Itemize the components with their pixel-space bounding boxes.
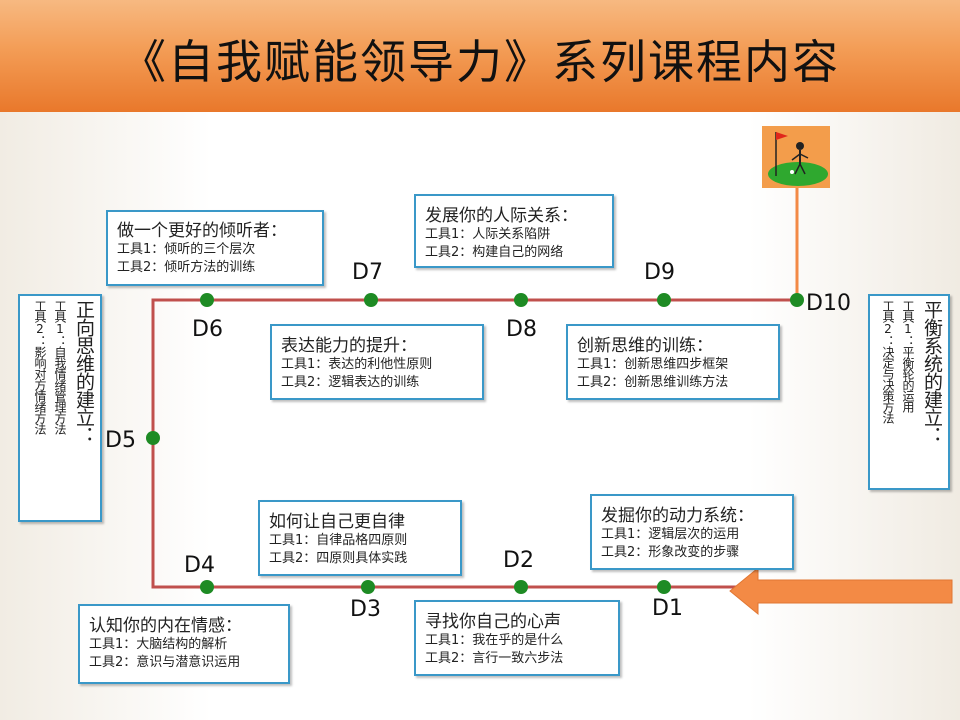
title-banner: 《自我赋能领导力》系列课程内容: [0, 0, 960, 112]
box-tool-2: 工具2：决定与决策方法: [881, 300, 895, 423]
box-tool-2: 工具2：构建自己的网络: [425, 245, 564, 260]
box-tool-2: 工具2：言行一致六步法: [425, 651, 564, 666]
node-d7: [364, 293, 378, 307]
box-tool-1: 工具1：我在乎的是什么: [425, 633, 564, 648]
label-d6: D6: [192, 317, 223, 342]
label-d9: D9: [644, 260, 675, 285]
box-title: 寻找你自己的心声: [425, 612, 561, 632]
box-title: 平衡系统的建立：: [921, 300, 943, 444]
box-title: 表达能力的提升：: [281, 336, 417, 356]
page-title: 《自我赋能领导力》系列课程内容: [120, 35, 840, 89]
node-d4: [200, 580, 214, 594]
course-box-d9: 创新思维的训练： 工具1：创新思维四步框架 工具2：创新思维训练方法: [566, 324, 780, 400]
node-d8: [514, 293, 528, 307]
label-d10: D10: [806, 291, 851, 316]
course-box-d3: 如何让自己更自律 工具1：自律品格四原则 工具2：四原则具体实践: [258, 500, 462, 576]
node-d9: [657, 293, 671, 307]
course-box-d6: 做一个更好的倾听者： 工具1：倾听的三个层次 工具2：倾听方法的训练: [106, 210, 324, 286]
node-d2: [514, 580, 528, 594]
box-tool-2: 工具2：创新思维训练方法: [577, 375, 729, 390]
node-d3: [361, 580, 375, 594]
label-d7: D7: [352, 260, 383, 285]
box-tool-1: 工具1：创新思维四步框架: [577, 357, 729, 372]
box-title: 认知你的内在情感：: [89, 616, 242, 636]
box-tool-1: 工具1：大脑结构的解析: [89, 637, 228, 652]
box-title: 发掘你的动力系统：: [601, 506, 754, 526]
course-box-d2: 寻找你自己的心声 工具1：我在乎的是什么 工具2：言行一致六步法: [414, 600, 620, 676]
box-tool-2: 工具2：形象改变的步骤: [601, 545, 740, 560]
box-tool-1: 工具1：倾听的三个层次: [117, 242, 256, 257]
box-tool-1: 工具1：人际关系陷阱: [425, 227, 551, 242]
course-box-d1: 发掘你的动力系统： 工具1：逻辑层次的运用 工具2：形象改变的步骤: [590, 494, 794, 570]
node-d10: [790, 293, 804, 307]
course-box-d5: 正向思维的建立： 工具1：自我情绪管理方法 工具2：影响对方情绪方法: [18, 294, 102, 522]
box-tool-1: 工具1：自我情绪管理方法: [53, 300, 67, 434]
course-box-d8: 表达能力的提升： 工具1：表达的利他性原则 工具2：逻辑表达的训练: [270, 324, 484, 400]
box-title: 如何让自己更自律: [269, 512, 405, 532]
box-tool-1: 工具1：平衡轮的运用: [901, 300, 915, 412]
node-d6: [200, 293, 214, 307]
box-title: 做一个更好的倾听者：: [117, 221, 287, 241]
label-d3: D3: [350, 597, 381, 622]
node-d1: [657, 580, 671, 594]
goal-flag-icon: [762, 126, 830, 188]
box-tool-2: 工具2：意识与潜意识运用: [89, 655, 241, 670]
box-tool-2: 工具2：四原则具体实践: [269, 551, 408, 566]
label-d2: D2: [503, 548, 534, 573]
box-title: 发展你的人际关系：: [425, 206, 578, 226]
box-tool-1: 工具1：自律品格四原则: [269, 533, 408, 548]
label-d5: D5: [105, 428, 136, 453]
course-box-d10: 平衡系统的建立： 工具1：平衡轮的运用 工具2：决定与决策方法: [868, 294, 950, 490]
box-tool-2: 工具2：影响对方情绪方法: [33, 300, 47, 434]
label-d1: D1: [652, 596, 683, 621]
course-box-d7: 发展你的人际关系： 工具1：人际关系陷阱 工具2：构建自己的网络: [414, 194, 614, 268]
start-arrow: [729, 566, 953, 616]
label-d8: D8: [506, 317, 537, 342]
node-d5: [146, 431, 160, 445]
box-title: 创新思维的训练：: [577, 336, 713, 356]
box-tool-2: 工具2：逻辑表达的训练: [281, 375, 420, 390]
box-tool-1: 工具1：表达的利他性原则: [281, 357, 433, 372]
box-tool-2: 工具2：倾听方法的训练: [117, 260, 256, 275]
course-box-d4: 认知你的内在情感： 工具1：大脑结构的解析 工具2：意识与潜意识运用: [78, 604, 290, 684]
box-tool-1: 工具1：逻辑层次的运用: [601, 527, 740, 542]
label-d4: D4: [184, 553, 215, 578]
box-title: 正向思维的建立：: [73, 300, 95, 444]
